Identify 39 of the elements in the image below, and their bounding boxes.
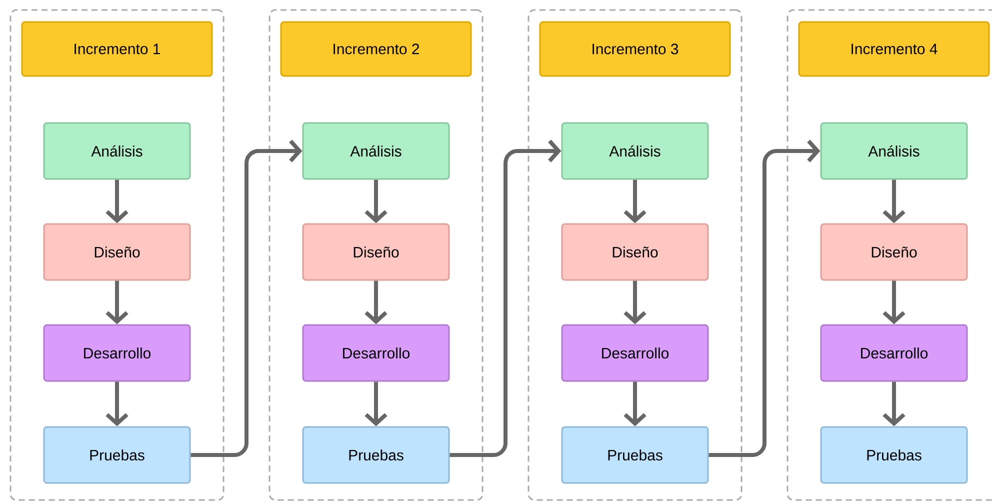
process-box: Diseño bbox=[561, 223, 709, 281]
process-box: Pruebas bbox=[302, 426, 450, 484]
arrow bbox=[450, 140, 562, 457]
arrow bbox=[624, 382, 646, 426]
increment-frame bbox=[268, 9, 484, 501]
process-box: Diseño bbox=[43, 223, 191, 281]
increment-frame bbox=[528, 9, 742, 501]
arrow bbox=[364, 382, 388, 426]
process-box: Desarrollo bbox=[820, 324, 968, 382]
arrow bbox=[882, 382, 906, 426]
process-box: Pruebas bbox=[561, 426, 709, 484]
arrow bbox=[882, 180, 906, 224]
process-box: Pruebas bbox=[820, 426, 968, 484]
process-box: Desarrollo bbox=[302, 324, 450, 382]
header-box: Incremento 2 bbox=[280, 21, 472, 77]
arrow bbox=[882, 280, 906, 324]
increment-frame bbox=[786, 9, 992, 501]
arrow bbox=[106, 382, 128, 426]
process-box: Desarrollo bbox=[561, 324, 709, 382]
arrow bbox=[106, 280, 128, 324]
process-box: Desarrollo bbox=[43, 324, 191, 382]
header-box: Incremento 3 bbox=[539, 21, 731, 77]
arrow bbox=[624, 280, 646, 324]
process-box: Pruebas bbox=[43, 426, 191, 484]
arrow bbox=[106, 180, 128, 224]
process-box: Análisis bbox=[820, 122, 968, 180]
arrow bbox=[364, 180, 388, 224]
arrow bbox=[190, 140, 302, 457]
header-box: Incremento 4 bbox=[798, 21, 990, 77]
arrow bbox=[364, 280, 388, 324]
increment-frame bbox=[10, 9, 224, 501]
arrow bbox=[708, 140, 820, 457]
process-box: Diseño bbox=[302, 223, 450, 281]
process-box: Diseño bbox=[820, 223, 968, 281]
arrow bbox=[624, 180, 646, 224]
header-box: Incremento 1 bbox=[21, 21, 213, 77]
process-box: Análisis bbox=[302, 122, 450, 180]
process-box: Análisis bbox=[43, 122, 191, 180]
process-box: Análisis bbox=[561, 122, 709, 180]
